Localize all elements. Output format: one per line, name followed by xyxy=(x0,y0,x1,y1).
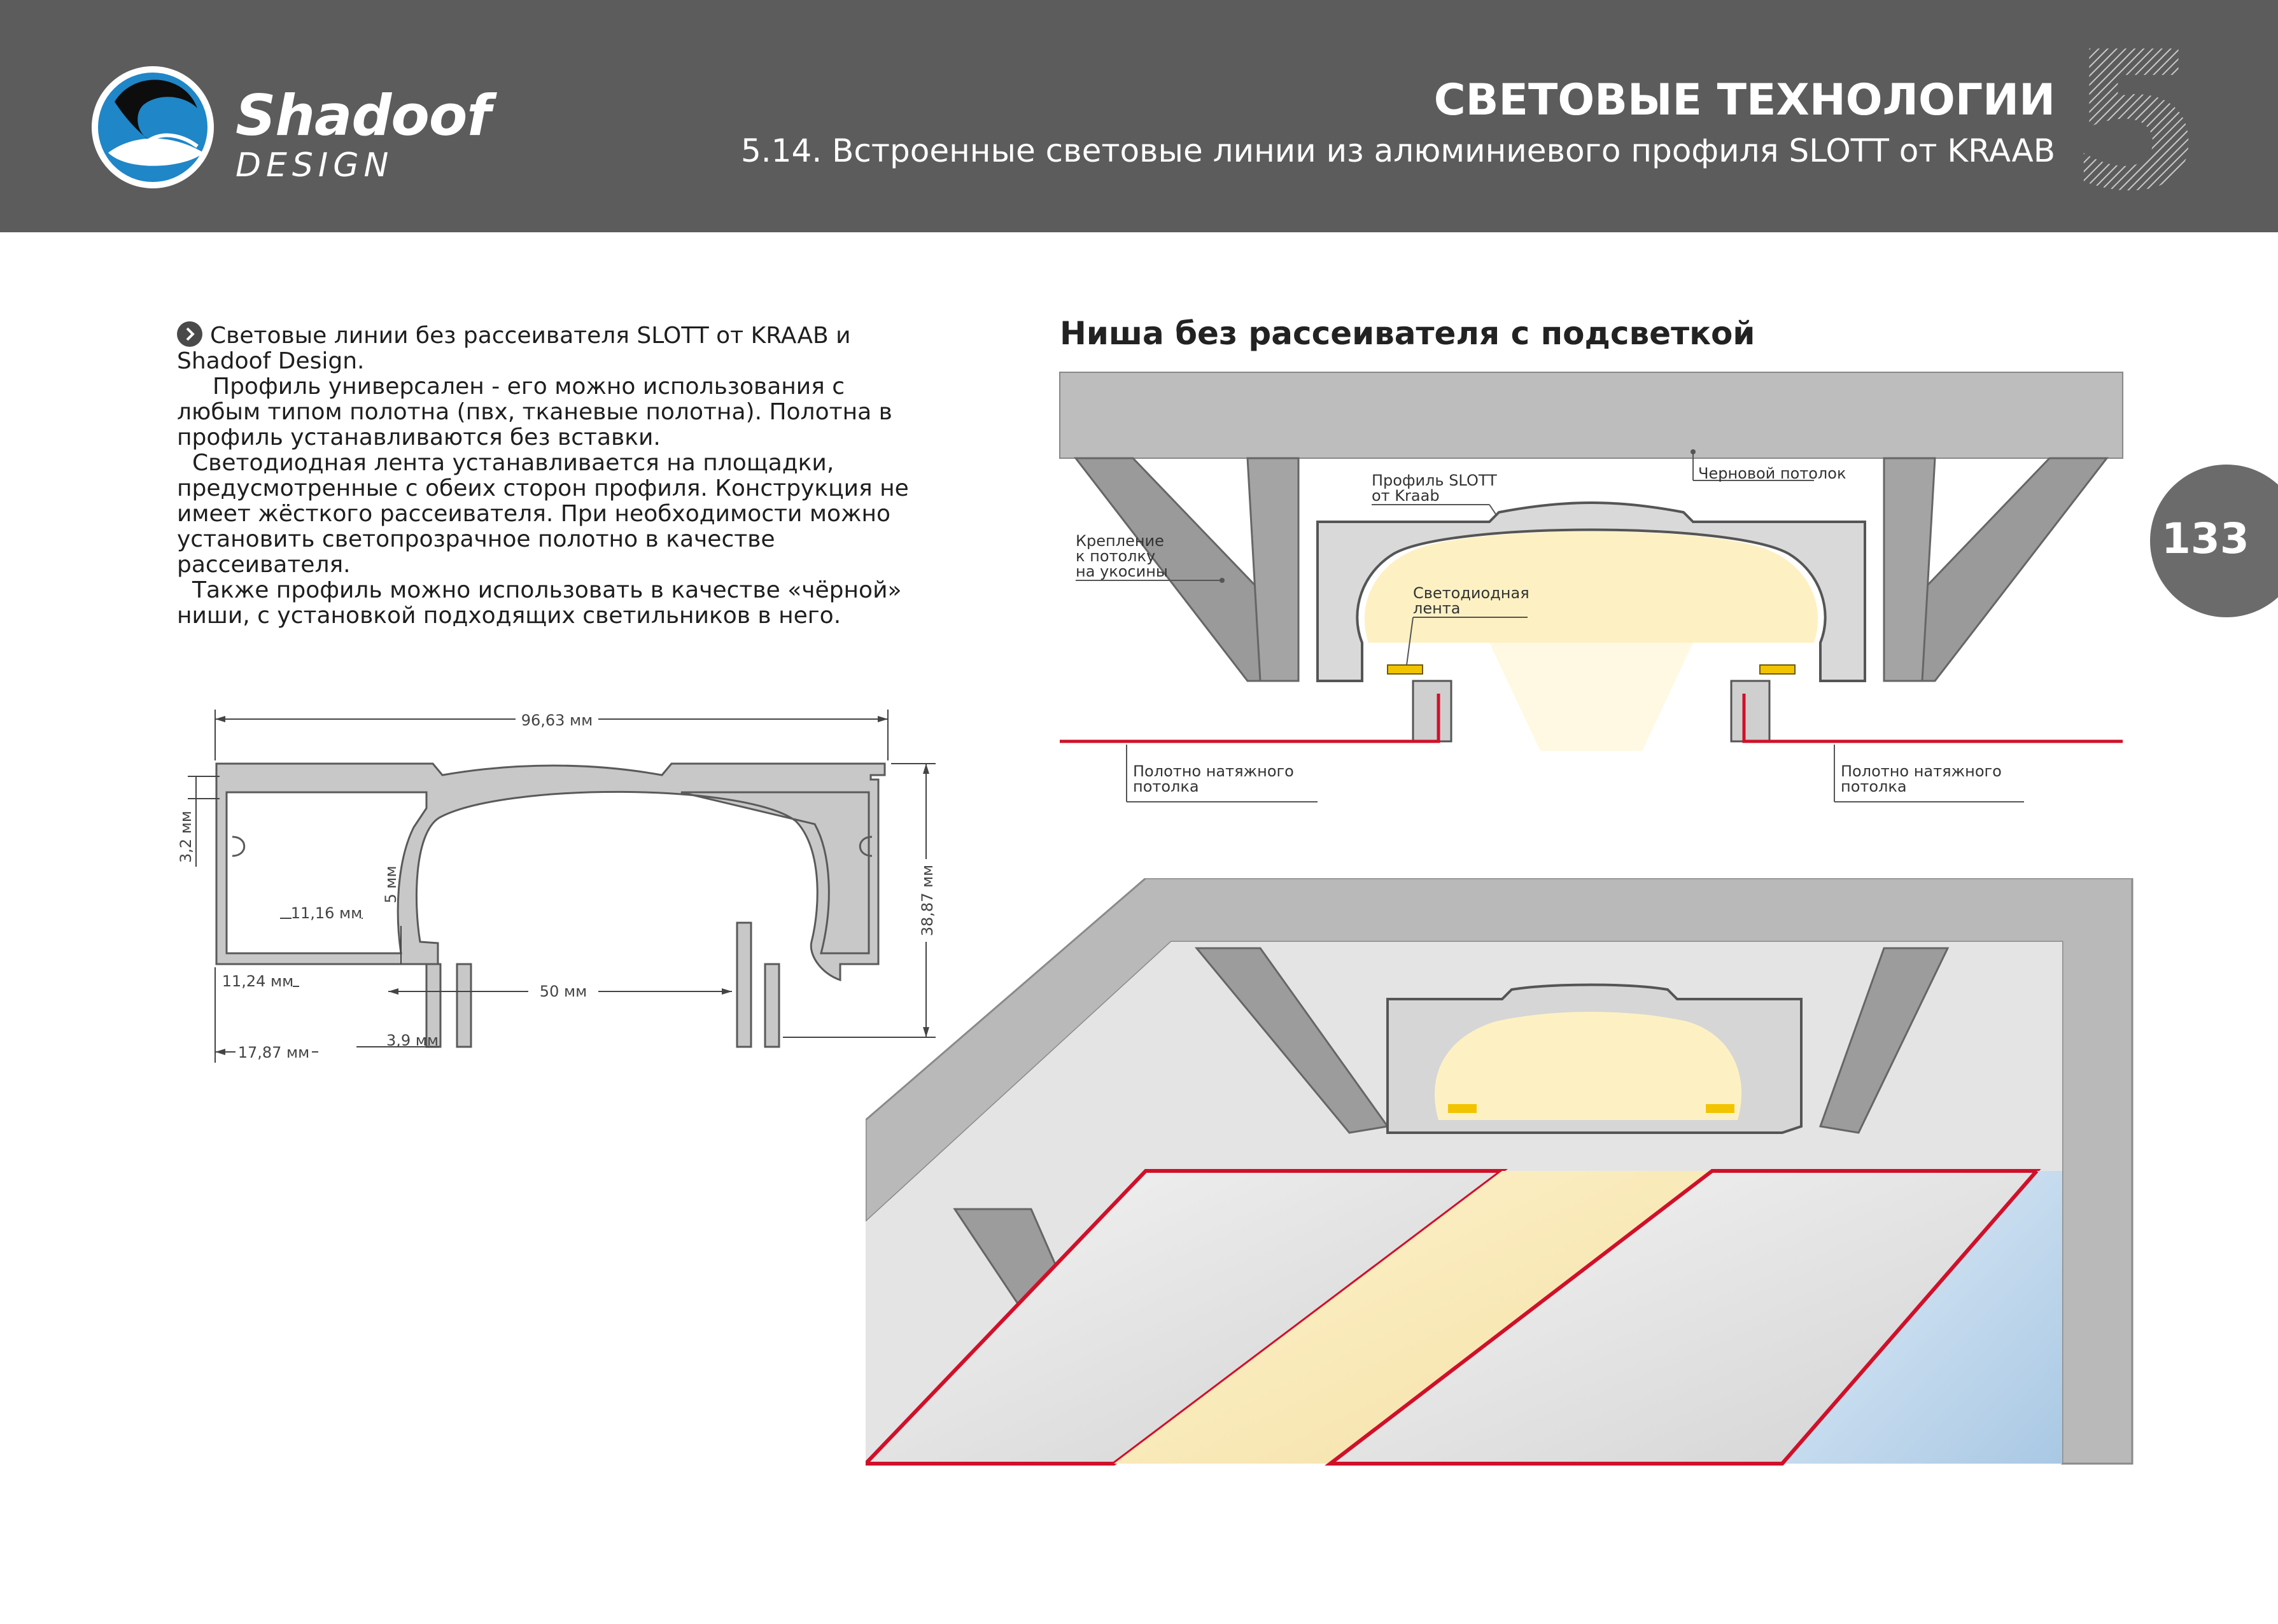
profile-section xyxy=(215,762,886,1048)
label-profile-line2: от Kraab xyxy=(1372,487,1440,505)
label-mount-line2: к потолку xyxy=(1076,547,1155,565)
label-mount-line3: на укосины xyxy=(1076,563,1168,580)
brand-sub: DESIGN xyxy=(236,146,394,185)
page-number: 133 xyxy=(2162,514,2249,563)
dim-gap-label: 50 мм xyxy=(540,983,587,1000)
render-blue-light xyxy=(1782,1171,2062,1464)
label-rough-ceiling: Черновой потолок xyxy=(1698,465,1846,482)
slott-profile xyxy=(1316,501,1866,682)
label-canvas-right-line1: Полотно натяжного xyxy=(1841,762,2002,780)
intro-paragraph-1: Световые линии без рассеивателя SLOTT от… xyxy=(177,321,928,374)
canvas-right xyxy=(1742,694,2123,743)
dim-inner-label: 11,16 мм xyxy=(291,904,363,922)
profile-dimension-drawing: 96,63 мм 3,2 мм 5 мм 11,16 мм 11,24 мм 5… xyxy=(177,710,936,1063)
render-glow-channel xyxy=(1114,1171,1712,1464)
brand-name: Shadoof xyxy=(236,83,491,148)
intro-paragraph-2: Профиль универсален - его можно использо… xyxy=(177,374,892,451)
dim-edge-label: 17,87 мм xyxy=(238,1044,310,1061)
section-subtitle: 5.14. Встроенные световые линии из алюми… xyxy=(740,132,2055,169)
dim-ledge-label: 5 мм xyxy=(382,865,400,903)
niche-section-diagram: Черновой потолок Профиль SLOTT от Kraab … xyxy=(1059,372,2123,802)
label-mount-line1: Крепление xyxy=(1076,532,1164,550)
niche-title: Ниша без рассеивателя с подсветкой xyxy=(1060,315,1755,352)
intro-p1-text: Световые линии без рассеивателя SLOTT от… xyxy=(177,323,851,374)
label-led-line2: лента xyxy=(1413,599,1460,617)
dim-height-label: 38,87 мм xyxy=(918,865,936,937)
chevron-right-icon xyxy=(177,321,202,347)
section-title: СВЕТОВЫЕ ТЕХНОЛОГИИ xyxy=(1433,75,2055,125)
dim-flange-label: 3,2 мм xyxy=(177,811,195,863)
label-led-line1: Светодиодная xyxy=(1413,584,1529,602)
label-profile-line1: Профиль SLOTT xyxy=(1372,472,1497,489)
led-strip-right xyxy=(1759,664,1796,675)
label-canvas-right-line2: потолка xyxy=(1841,778,1907,795)
concrete-slab xyxy=(1059,372,2123,459)
brand-logo: Shadoof DESIGN xyxy=(89,57,491,204)
label-canvas-left-line2: потолка xyxy=(1133,778,1199,795)
label-canvas-left-line1: Полотно натяжного xyxy=(1133,762,1294,780)
dim-width-label: 96,63 мм xyxy=(521,711,593,729)
niche-3d-render xyxy=(866,878,2134,1466)
intro-paragraph-3: Светодиодная лента устанавливается на пл… xyxy=(177,450,909,578)
intro-paragraph-4: Также профиль можно использовать в качес… xyxy=(177,577,902,629)
chapter-number-text: 5 xyxy=(2081,38,2190,204)
led-strip-left xyxy=(1387,664,1423,675)
swan-logo-icon xyxy=(92,66,214,188)
page-number-badge: 133 xyxy=(2150,465,2278,617)
page-header: Shadoof DESIGN СВЕТОВЫЕ ТЕХНОЛОГИИ 5.14.… xyxy=(0,0,2278,232)
dim-slot-label: 11,24 мм xyxy=(222,972,294,990)
dim-wall-label: 3,9 мм xyxy=(386,1032,439,1049)
chapter-number: 5 xyxy=(2081,38,2190,204)
led-glow xyxy=(1364,531,1818,643)
canvas-left xyxy=(1060,694,1440,743)
intro-text: Световые линии без рассеивателя SLOTT от… xyxy=(177,321,928,629)
